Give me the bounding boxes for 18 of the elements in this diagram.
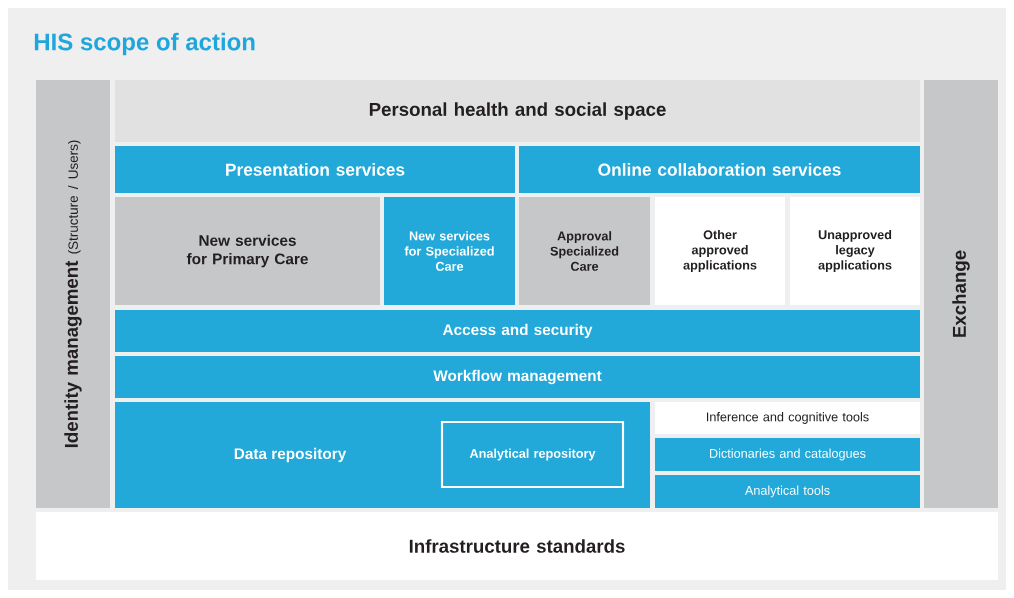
layer-band: Workflow management [115, 356, 920, 398]
layer-band: Online collaboration services [519, 146, 920, 193]
repository-box: Analytical repository [440, 420, 625, 489]
service-box: Other approved applications [655, 197, 785, 305]
service-box: New services for Specialized Care [384, 197, 515, 305]
tool-band: Analytical tools [655, 475, 920, 508]
layer-band: Infrastructure standards [36, 512, 998, 580]
service-box: New services for Primary Care [115, 197, 380, 305]
layer-band: Access and security [115, 310, 920, 352]
service-box: Approval Specialized Care [519, 197, 650, 305]
side-band: Exchange [924, 80, 998, 508]
title: HIS scope of action [34, 32, 255, 56]
side-band: Identity management (Structure / Users) [36, 80, 110, 508]
service-box: Unapproved legacy applications [790, 197, 920, 305]
layer-band: Personal health and social space [115, 80, 920, 142]
tool-band: Inference and cognitive tools [655, 402, 920, 434]
layer-band: Presentation services [115, 146, 515, 193]
tool-band: Dictionaries and catalogues [655, 438, 920, 471]
